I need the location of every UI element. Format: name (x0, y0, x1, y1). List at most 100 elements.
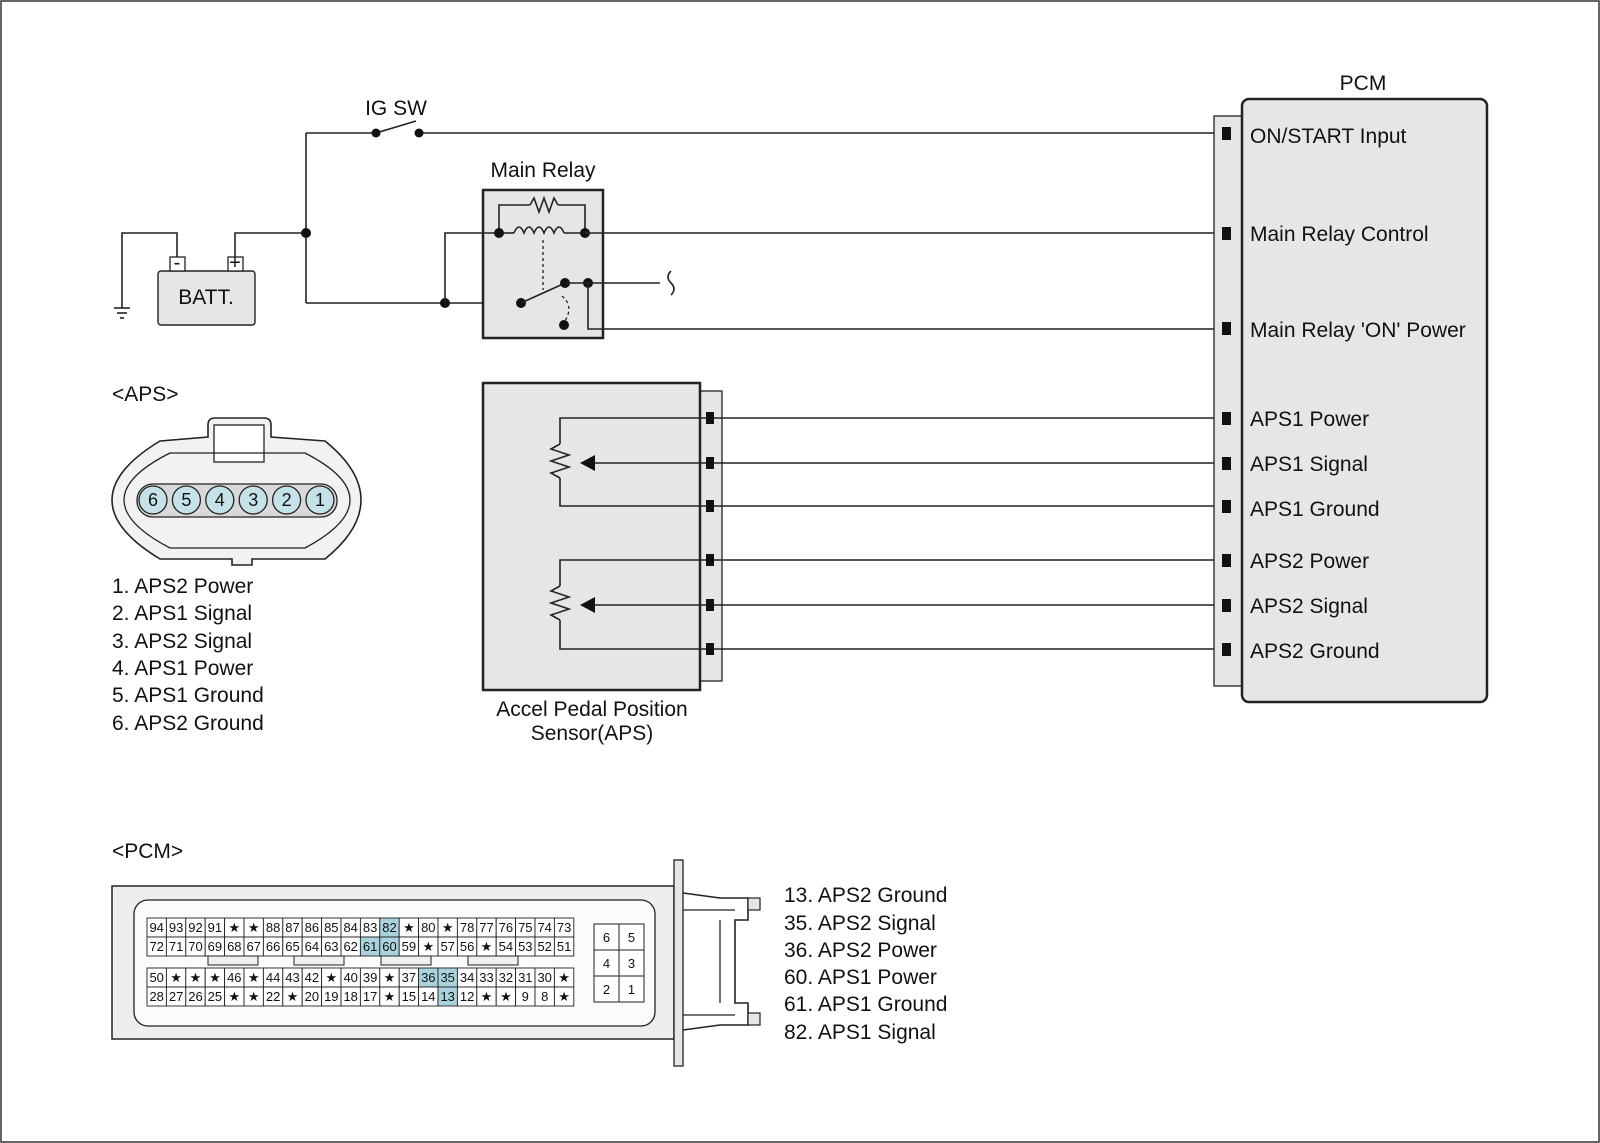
pcm-terminal-label: ON/START Input (1250, 125, 1407, 148)
pcm-pin-label: ★ (170, 970, 182, 985)
pcm-pin-label: 40 (343, 970, 357, 985)
pcm-pin-label: ★ (248, 920, 260, 935)
pcm-terminal-label: APS2 Ground (1250, 640, 1380, 663)
pcm-pin-label: 85 (324, 920, 338, 935)
pcm-legend-item: 35. APS2 Signal (784, 912, 936, 935)
pcm-aux-pin-label: 2 (603, 982, 610, 997)
battery-negative: - (174, 252, 181, 274)
pcm-pin-label: ★ (287, 989, 299, 1004)
pcm-pin-label: ★ (228, 989, 240, 1004)
pcm-pin-label: ★ (500, 989, 512, 1004)
aps-pin-circle (238, 485, 268, 515)
aps-legend-item: 2. APS1 Signal (112, 602, 252, 625)
power-wiring (114, 120, 1218, 319)
pcm-pin-label: ★ (403, 920, 415, 935)
pcm-pin-label: 68 (227, 939, 241, 954)
pcm-pin-label: 62 (343, 939, 357, 954)
pcm-terminal-label: APS1 Ground (1250, 498, 1380, 521)
pcm-pin-label: 52 (537, 939, 551, 954)
pcm-pin-label: 36 (421, 970, 435, 985)
pcm-aux-pin-cell (618, 949, 645, 977)
pcm-legend-item: 82. APS1 Signal (784, 1021, 936, 1044)
pcm-pin-label: 32 (499, 970, 513, 985)
pcm-box (1213, 97, 1489, 704)
pcm-terminal-label: APS1 Signal (1250, 453, 1368, 476)
pcm-aux-pin-label: 5 (628, 930, 635, 945)
pcm-pin-label: 37 (402, 970, 416, 985)
pcm-pin-label: 59 (402, 939, 416, 954)
pcm-pin-label: 8 (541, 989, 548, 1004)
aps-connector-title: <APS> (112, 383, 179, 406)
pcm-pin-label: ★ (558, 970, 570, 985)
pcm-pin-label: ★ (384, 989, 396, 1004)
pcm-pin-label: 93 (169, 920, 183, 935)
aps-pin-label: 1 (315, 490, 325, 510)
pcm-pin-label: 57 (440, 939, 454, 954)
pcm-aux-pin-label: 3 (628, 956, 635, 971)
pcm-pin-label: 18 (343, 989, 357, 1004)
pcm-key-slot (380, 955, 432, 966)
aps-sensor-label-line2: Sensor(APS) (531, 722, 654, 745)
pcm-pin-label: ★ (384, 970, 396, 985)
pcm-legend-item: 61. APS1 Ground (784, 993, 947, 1016)
pcm-pin-label: 53 (518, 939, 532, 954)
aps-pin-circle (205, 485, 235, 515)
pcm-terminal-label: APS1 Power (1250, 408, 1369, 431)
pcm-pin-label: 83 (363, 920, 377, 935)
pcm-pin-label: 63 (324, 939, 338, 954)
pcm-legend-item: 60. APS1 Power (784, 966, 937, 989)
pcm-pin-label: ★ (248, 989, 260, 1004)
pcm-pin-label: 73 (557, 920, 571, 935)
pcm-title: PCM (1340, 72, 1387, 95)
pcm-pin-label: 44 (266, 970, 280, 985)
pcm-pin-label: 80 (421, 920, 435, 935)
aps-legend-item: 6. APS2 Ground (112, 712, 264, 735)
pcm-aux-pin-cell (618, 923, 645, 951)
aps-pin-label: 3 (248, 490, 258, 510)
pcm-pin-label: 46 (227, 970, 241, 985)
pcm-pin-label: 87 (285, 920, 299, 935)
pcm-pin-cell (553, 986, 575, 1007)
pcm-pin-label: 25 (208, 989, 222, 1004)
aps-pin-label: 6 (148, 490, 158, 510)
pcm-aux-pin-cell (593, 975, 620, 1003)
pcm-pin-label: 9 (522, 989, 529, 1004)
pcm-pin-label: ★ (190, 970, 202, 985)
battery: - + BATT. (157, 252, 256, 326)
aps-pin-circle (171, 485, 202, 515)
pcm-pin-label: ★ (481, 939, 493, 954)
pcm-pin-label: 94 (149, 920, 163, 935)
battery-label: BATT. (178, 286, 234, 309)
pcm-legend: 13. APS2 Ground 35. APS2 Signal 36. APS2… (784, 884, 947, 1044)
pcm-pin-label: 92 (188, 920, 202, 935)
aps-legend-item: 3. APS2 Signal (112, 630, 252, 653)
pcm-pin-label: 91 (208, 920, 222, 935)
pcm-key-slot (207, 955, 259, 966)
aps-legend-item: 5. APS1 Ground (112, 684, 264, 707)
pcm-pin-label: 39 (363, 970, 377, 985)
aps-pin-label: 4 (215, 490, 225, 510)
pcm-pin-label: 26 (188, 989, 202, 1004)
pcm-pin-label: 17 (363, 989, 377, 1004)
pcm-pin-label: 88 (266, 920, 280, 935)
pcm-pin-label: 28 (149, 989, 163, 1004)
pcm-pin-label: 35 (440, 970, 454, 985)
pcm-pin-label: 65 (285, 939, 299, 954)
pcm-terminal-label: Main Relay 'ON' Power (1250, 319, 1466, 342)
pcm-pin-label: 70 (188, 939, 202, 954)
pcm-pin-label: 12 (460, 989, 474, 1004)
pcm-aux-pin-label: 1 (628, 982, 635, 997)
pcm-aux-pin-label: 6 (603, 930, 610, 945)
pcm-pin-label: 75 (518, 920, 532, 935)
ig-switch-label: IG SW (365, 97, 427, 120)
pcm-pin-label: 82 (382, 920, 396, 935)
pcm-pin-label: 67 (246, 939, 260, 954)
pcm-pin-label: 22 (266, 989, 280, 1004)
pcm-pin-label: 15 (402, 989, 416, 1004)
battery-positive: + (229, 252, 241, 274)
pcm-pin-label: 60 (382, 939, 396, 954)
pcm-aux-pin-label: 4 (603, 956, 610, 971)
